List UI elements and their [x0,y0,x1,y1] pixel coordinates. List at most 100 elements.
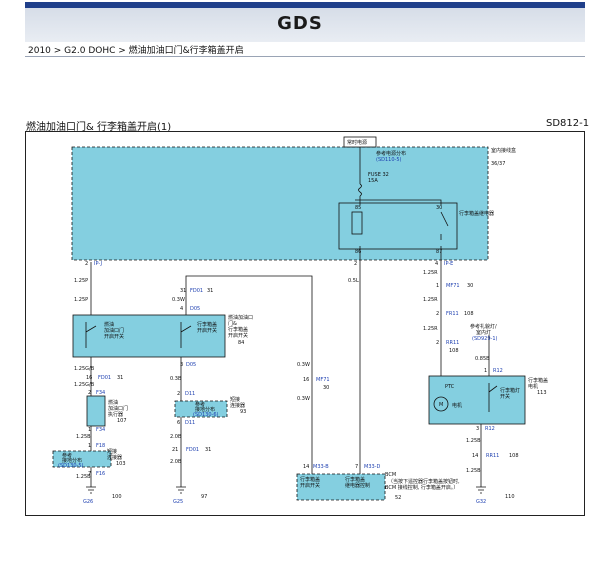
ground-g32-ref[interactable]: 110 [505,494,515,500]
motor-symbol [433,396,449,412]
r12-b-pin: 3 [476,426,479,432]
mf71-a-ref[interactable]: 30 [467,283,473,289]
f16[interactable]: F16 [96,471,105,477]
lamp-ref-code[interactable]: (SD929-1) [472,336,498,342]
ground-g32[interactable]: G32 [476,499,486,505]
wire-03w-b: 0.3W [297,362,310,368]
f16-pin: 7 [88,471,91,477]
fuse-symbol [358,183,362,197]
ground-g26[interactable]: G26 [83,499,93,505]
relay-contact [440,211,449,240]
d11-a-pin: 2 [177,391,180,397]
mf71-b-ref[interactable]: 30 [323,385,329,391]
f34-a-pin: 2 [88,390,91,396]
gds-logo: GDS [277,13,323,34]
actuator-ref[interactable]: 107 [117,418,127,424]
conn-ip-j-pin: 2 [85,261,88,267]
bcm-ref[interactable]: 52 [395,495,401,501]
gnd-ref-b-code[interactable]: (SD130-6) [193,412,219,418]
wire-125r-c: 1.25R [423,326,438,332]
bcm-note-l2: BCM 接线控制, 行李箱盖开启。） [385,484,458,491]
fd01-c[interactable]: FD01 [186,447,199,453]
wire-20b-a: 2.0B [170,434,182,440]
wire-125b-d: 1.25B [466,468,481,474]
motor-ref[interactable]: 113 [537,390,547,396]
f34-b-pin: 1 [88,427,91,433]
r12-a[interactable]: R12 [493,368,503,374]
m33d[interactable]: M33-D [364,464,380,470]
d11-b-pin: 6 [177,420,180,426]
mf71-a[interactable]: MF71 [446,283,460,289]
r12-a-pin: 1 [484,368,487,374]
trunk-switch-symbol [180,322,192,348]
bcm-box [296,473,386,501]
gnd-ref-b-l1: 参考 [195,401,205,408]
r12-b[interactable]: R12 [485,426,495,432]
conn-ip-e-pin: 4 [435,261,438,267]
fuse-label: FUSE 32 [368,172,389,178]
motor-switch-l1: 行李箱灯 [500,387,520,394]
mf71-b[interactable]: MF71 [316,377,330,383]
wire-03b: 0.3B [170,376,182,382]
actuator-l2: 加油口门 [108,405,128,412]
ground-g26-symbol [86,486,96,494]
switch-box-ref[interactable]: 84 [238,340,244,346]
ground-g25[interactable]: G25 [173,499,183,505]
splice-b-l1: 短接 [230,396,240,403]
fd01-a-ref[interactable]: 31 [207,288,213,294]
splice-a-ref[interactable]: 103 [116,461,126,467]
rr11-b-pin: 14 [472,453,478,459]
diagram-title: 燃油加油口门& 行李箱盖开启(1) [26,122,172,133]
rr11-a-ref[interactable]: 108 [449,348,459,354]
ground-g26-ref[interactable]: 100 [112,494,122,500]
fd01-b[interactable]: FD01 [98,375,111,381]
rr11-b-ref[interactable]: 108 [509,453,519,459]
motor-l2: 电机 [528,383,538,390]
splice-b-ref[interactable]: 93 [240,409,246,415]
ground-g32-symbol [476,486,486,494]
fd01-b-pin: 16 [86,375,92,381]
m33d-pin: 7 [355,464,358,470]
f18[interactable]: F18 [96,443,105,449]
wire-03w-c: 0.3W [297,396,310,402]
actuator-box [86,395,106,427]
splice-a-l1: 短接 [107,448,117,455]
fuel-switch-l3: 开启开关 [104,333,124,340]
diagram-frame [25,131,585,516]
d05-a-pin: 4 [180,306,183,312]
d05-b[interactable]: D05 [186,362,196,368]
ground-g25-ref[interactable]: 97 [201,494,207,500]
rr11-b[interactable]: RR11 [486,453,499,459]
fuel-switch-l2: 加油口门 [104,327,124,334]
fr11[interactable]: FR11 [446,311,459,317]
conn-ip-j[interactable]: IP-J [94,261,102,267]
diagram-code: SD812-1 [546,118,590,129]
d11-b[interactable]: D11 [185,420,195,426]
fr11-ref[interactable]: 108 [464,311,474,317]
conn-ip-e[interactable]: IP-E [444,261,453,267]
area-ref[interactable]: 36/37 [491,161,505,167]
fd01-a[interactable]: FD01 [190,288,203,294]
lamp-ref-l1: 参考礼貌灯/ [470,323,497,330]
m33b-pin: 14 [303,464,309,470]
fd01-c-ref[interactable]: 31 [205,447,211,453]
switch-box-l3: 行李箱盖 [228,326,248,333]
motor-ptc: PTC [445,384,455,390]
f34-b[interactable]: F34 [96,427,105,433]
actuator-l3: 执行器 [108,411,123,418]
power-ref-code[interactable]: (SD110-5) [376,157,402,163]
d11-a[interactable]: D11 [185,391,195,397]
gnd-ref-a-code[interactable]: (SD130-5) [58,463,84,469]
fd01-b-ref[interactable]: 31 [117,375,123,381]
wire-05l: 0.5L [348,278,359,284]
splice-b-l2: 连接器 [230,402,245,409]
d05-a[interactable]: D05 [190,306,200,312]
rr11-a[interactable]: RR11 [446,340,459,346]
f34-a[interactable]: F34 [96,390,105,396]
m33b[interactable]: M33-B [313,464,329,470]
switch-box-l2: 门& [228,320,237,327]
gnd-ref-a-l1: 参考 [62,452,72,459]
trunk-switch-l2: 开启开关 [197,327,217,334]
header-banner [25,2,585,42]
lamp-ref-l2: 室内灯 [476,329,491,336]
